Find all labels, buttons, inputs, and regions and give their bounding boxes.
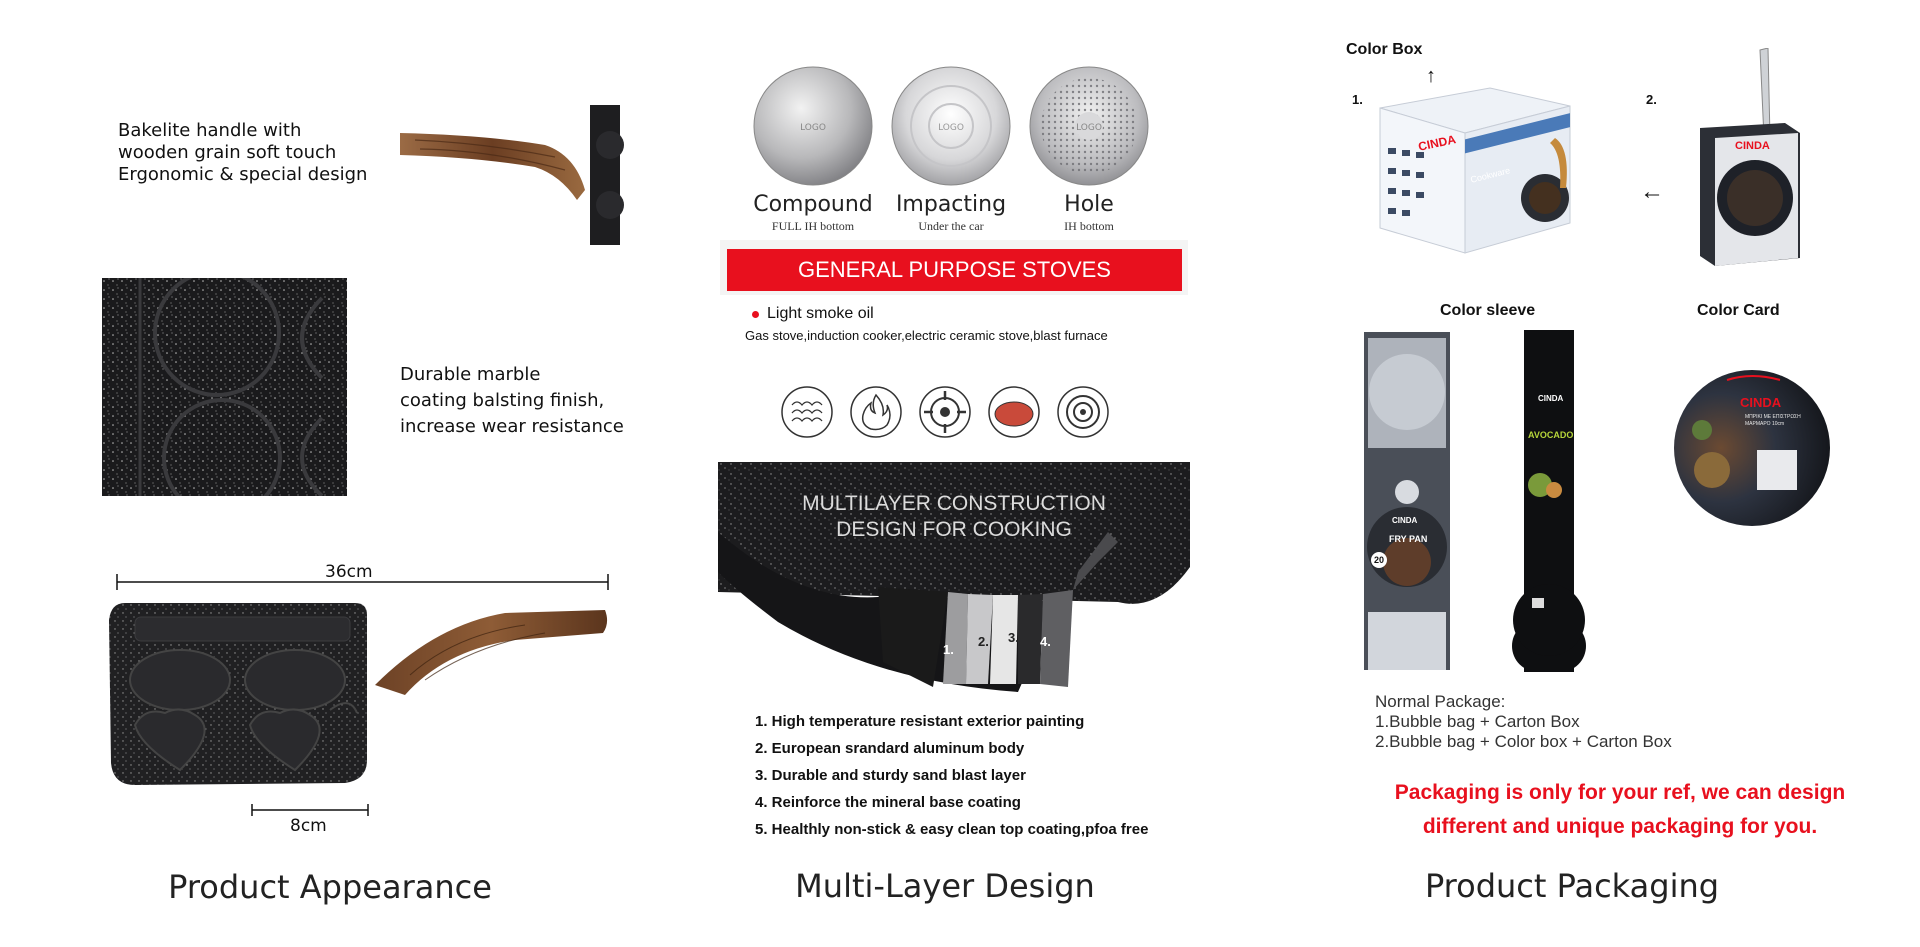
sleeve-right-label: AVOCADO (1528, 430, 1574, 440)
egg-pan-image (109, 603, 608, 785)
color-box-arrow-up: ↑ (1426, 65, 1436, 87)
disc-compound-image: LOGO (753, 66, 873, 186)
handle-image (400, 105, 624, 245)
color-sleeve-title: Color sleeve (1440, 302, 1536, 319)
layer-item: 4. Reinforce the mineral base coating (755, 794, 1021, 811)
disc-impacting-logo: LOGO (938, 123, 964, 133)
layer-number-2: 2. (978, 634, 989, 649)
construction-title-2: DESIGN FOR COOKING (836, 518, 1072, 541)
electric-hob-icon (1057, 386, 1109, 438)
ceramic-plate-icon (988, 386, 1040, 438)
induction-coil-icon (781, 386, 833, 438)
disc-compound-logo: LOGO (800, 123, 826, 133)
disc-impacting-image: LOGO (891, 66, 1011, 186)
small-dimension-line (251, 804, 369, 816)
layer-number-4: 4. (1040, 634, 1051, 649)
color-box-title: Color Box (1346, 41, 1423, 58)
construction-title-1: MULTILAYER CONSTRUCTION (802, 492, 1106, 515)
stoves-banner: GENERAL PURPOSE STOVES (727, 249, 1182, 291)
small-dimension-label: 8cm (290, 816, 327, 836)
color-box-image (1379, 87, 1571, 254)
flame-icon (850, 386, 902, 438)
disc-compound-title: Compound (753, 192, 873, 217)
color-card-brand: CINDA (1740, 395, 1782, 410)
stoves-list: Gas stove,induction cooker,electric cera… (745, 328, 1108, 343)
gas-burner-icon (919, 386, 971, 438)
layer-number-1: 1. (943, 642, 954, 657)
disc-hole-sub: IH bottom (1064, 219, 1114, 233)
color-card-text: ΜΠΡΙΚΙ ΜΕ ΕΠΙΣΤΡΩΣΗ ΜΑΡΜΑΡΟ 10cm (1745, 414, 1801, 427)
stoves-banner-text: GENERAL PURPOSE STOVES (798, 257, 1111, 282)
sleeve-left-size: 20 (1371, 552, 1387, 568)
frying-pan-box-number: 2. (1646, 92, 1657, 107)
handle-description: Bakelite handle with wooden grain soft t… (118, 120, 368, 185)
sleeve-left-image (1364, 332, 1450, 670)
layer-number-5: 5. (1078, 646, 1089, 661)
packaging-title: Product Packaging (1424, 867, 1720, 905)
sleeve-right-image (1512, 330, 1586, 672)
multilayer-construction-image (718, 462, 1190, 702)
packaging-note-line-2: different and unique packaging for you. (1422, 815, 1818, 838)
sleeve-left-label: FRY PAN (1389, 534, 1428, 544)
marble-description: Durable marble coating balsting finish, … (400, 364, 624, 437)
frying-pan-box-brand: CINDA (1735, 140, 1770, 152)
appearance-title: Product Appearance (168, 868, 492, 906)
width-dimension-line (116, 574, 609, 590)
layer-item: 2. European srandard aluminum body (755, 740, 1025, 757)
layer-item: 5. Healthly non-stick & easy clean top c… (755, 821, 1149, 838)
normal-package-title: Normal Package: (1375, 692, 1506, 711)
disc-hole-logo: LOGO (1076, 123, 1102, 133)
disc-hole-image: LOGO (1029, 66, 1149, 186)
color-box-number: 1. (1352, 92, 1363, 107)
disc-compound-sub: FULL IH bottom (771, 219, 855, 233)
disc-impacting-sub: Under the car (918, 219, 984, 233)
normal-package-item: 1.Bubble bag + Carton Box (1375, 712, 1580, 731)
layer-number-3: 3. (1008, 630, 1019, 645)
layer-item: 3. Durable and sturdy sand blast layer (755, 767, 1026, 784)
color-card-title: Color Card (1697, 302, 1780, 319)
color-card-image (1674, 370, 1830, 526)
arrow-left: ← (1640, 178, 1664, 205)
sleeve-left-brand: CINDA (1392, 516, 1418, 525)
packaging-note-line-1: Packaging is only for your ref, we can d… (1394, 781, 1846, 804)
width-dimension-label: 36cm (325, 562, 373, 582)
normal-package-item: 2.Bubble bag + Color box + Carton Box (1375, 732, 1672, 751)
layer-item: 1. High temperature resistant exterior p… (755, 713, 1085, 730)
disc-hole-title: Hole (1064, 192, 1114, 217)
bullet-dot (752, 311, 759, 318)
sleeve-right-brand: CINDA (1538, 394, 1564, 403)
multilayer-title: Multi-Layer Design (795, 867, 1095, 905)
layer-list: 1. High temperature resistant exterior p… (755, 713, 1148, 848)
disc-impacting-title: Impacting (895, 192, 1007, 217)
bullet-text: Light smoke oil (767, 305, 874, 322)
frying-pan-box-image (1700, 48, 1800, 266)
marble-coating-image (102, 278, 347, 496)
